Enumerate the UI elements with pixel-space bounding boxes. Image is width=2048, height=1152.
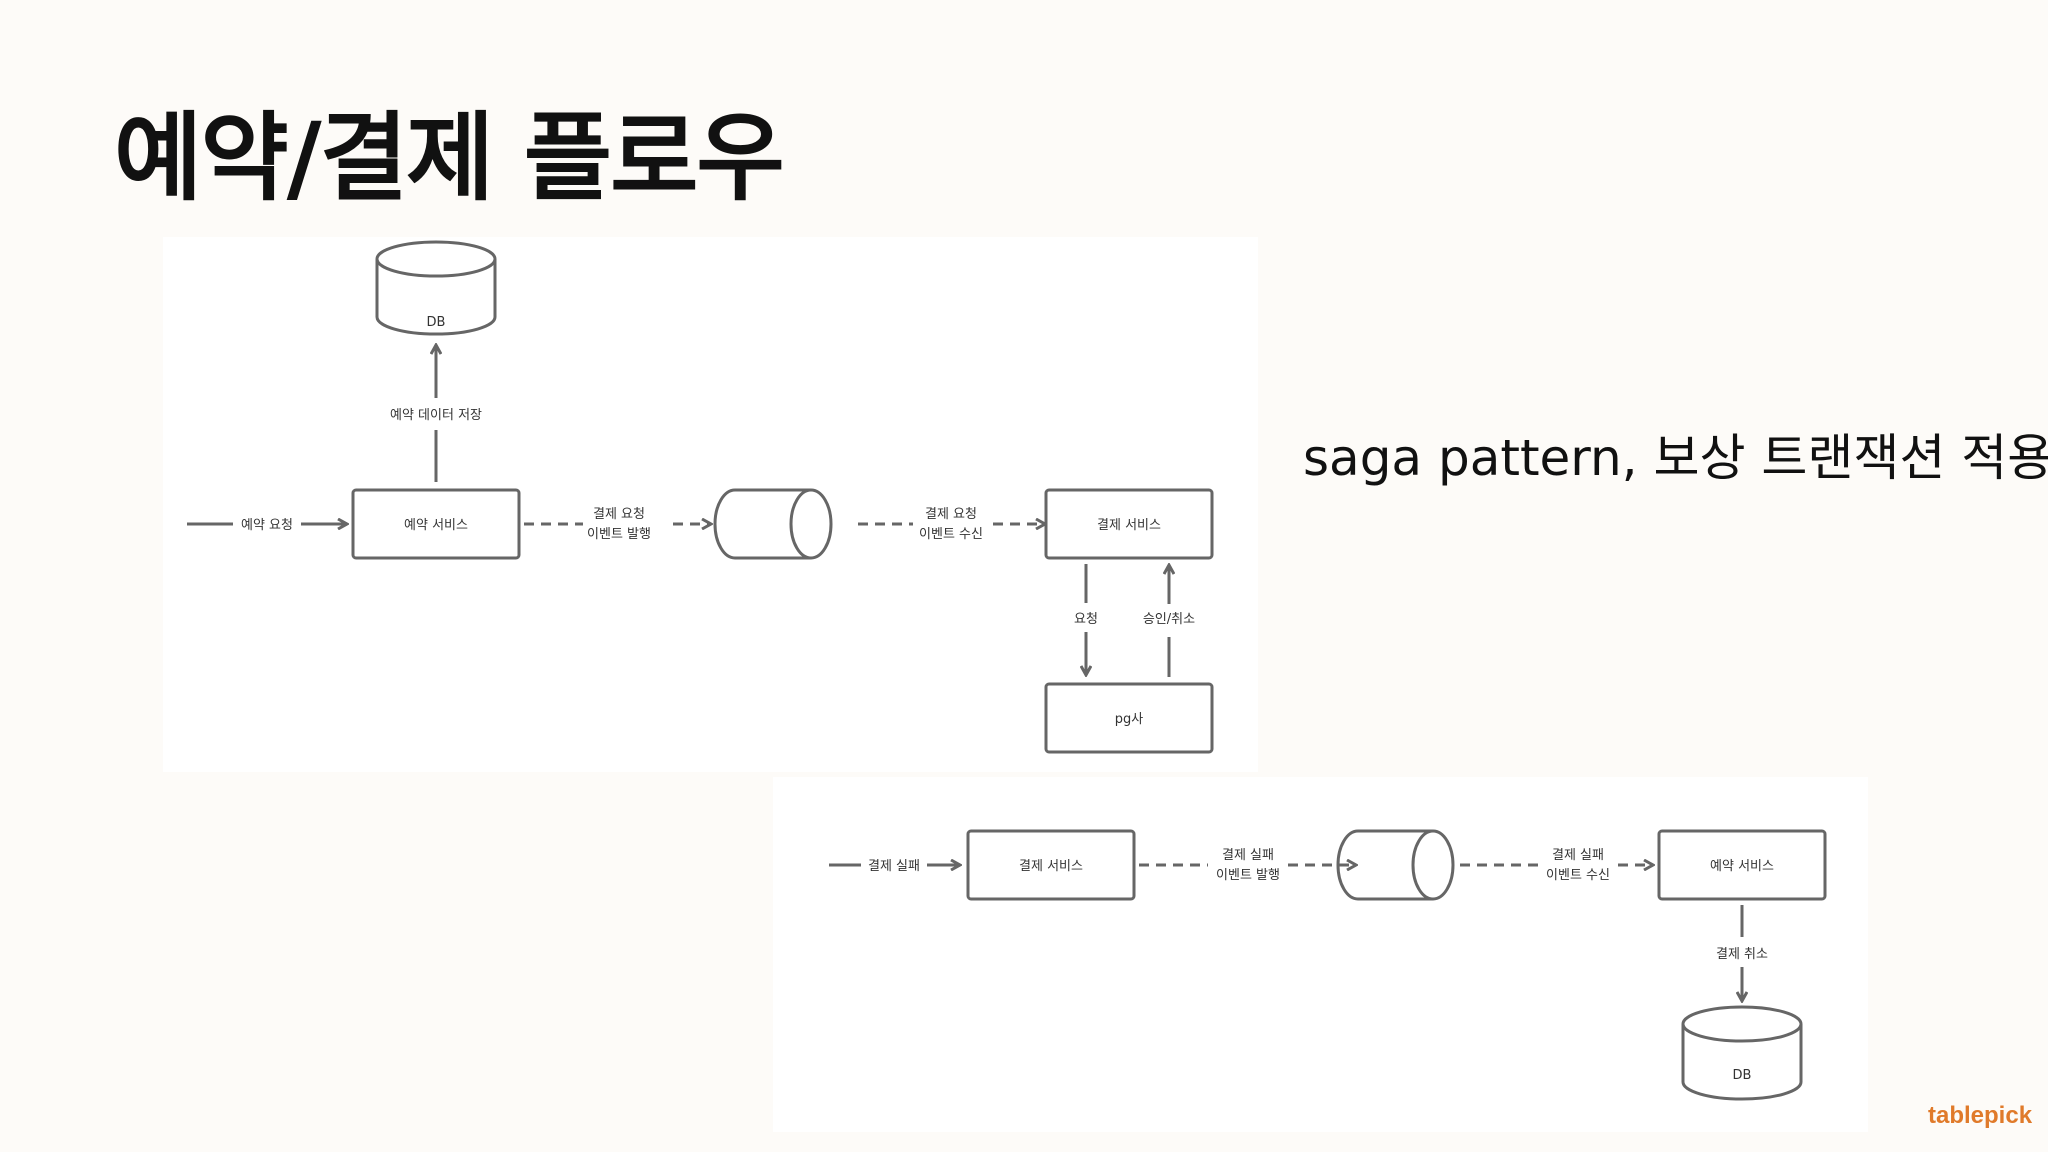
pg-company-label: pg사 xyxy=(1115,712,1144,727)
saga-pattern-note: saga pattern, 보상 트랜잭션 적용 xyxy=(1303,429,2048,487)
publish-label-line2: 이벤트 발행 xyxy=(587,526,651,542)
payment-service-box xyxy=(1044,488,1214,560)
fail-publish-label-line1: 결제 실패 xyxy=(1222,848,1274,863)
save-label: 예약 데이터 저장 xyxy=(390,408,482,423)
pg-company-box xyxy=(1044,682,1214,754)
reservation-db xyxy=(1681,1005,1803,1101)
db-label: DB xyxy=(1733,1068,1752,1083)
publish-label-line1: 결제 요청 xyxy=(593,507,645,522)
fail-label: 결제 실패 xyxy=(868,859,920,874)
fail-publish-label-line2: 이벤트 발행 xyxy=(1216,867,1280,883)
fail-receive-label-line1: 결제 실패 xyxy=(1552,848,1604,863)
reservation-service-label: 예약 서비스 xyxy=(404,518,468,533)
compensation-flow-svg: 결제 실패 결제 서비스 결제 실패 이벤트 발행 결제 실패 이벤트 수신 예… xyxy=(829,829,1827,1101)
cancel-label: 결제 취소 xyxy=(1716,947,1768,962)
message-queue xyxy=(1336,829,1455,901)
compensation-flow-diagram: 결제 실패 결제 서비스 결제 실패 이벤트 발행 결제 실패 이벤트 수신 예… xyxy=(773,777,1868,1132)
message-queue xyxy=(713,488,833,560)
db-label: DB xyxy=(427,315,446,330)
slide-title: 예약/결제 플로우 xyxy=(114,102,785,214)
receive-label-line2: 이벤트 수신 xyxy=(919,527,983,542)
payment-service-box xyxy=(966,829,1136,901)
pg-response-label: 승인/취소 xyxy=(1143,612,1195,627)
payment-service-label: 결제 서비스 xyxy=(1019,859,1083,874)
reservation-flow-svg: DB 예약 데이터 저장 예약 요청 예약 서비스 결제 요청 이벤트 발행 결… xyxy=(187,240,1214,754)
reservation-service-box xyxy=(1657,829,1827,901)
fail-receive-label-line2: 이벤트 수신 xyxy=(1546,868,1610,883)
payment-service-label: 결제 서비스 xyxy=(1097,518,1161,533)
brand-logo: tablepick xyxy=(1928,1102,2033,1129)
pg-request-label: 요청 xyxy=(1074,612,1098,627)
reservation-service-box xyxy=(351,488,521,560)
request-label: 예약 요청 xyxy=(241,518,293,533)
receive-label-line1: 결제 요청 xyxy=(925,507,977,522)
reservation-db xyxy=(375,240,497,336)
reservation-flow-diagram: DB 예약 데이터 저장 예약 요청 예약 서비스 결제 요청 이벤트 발행 결… xyxy=(163,237,1258,772)
reservation-service-label: 예약 서비스 xyxy=(1710,859,1774,874)
